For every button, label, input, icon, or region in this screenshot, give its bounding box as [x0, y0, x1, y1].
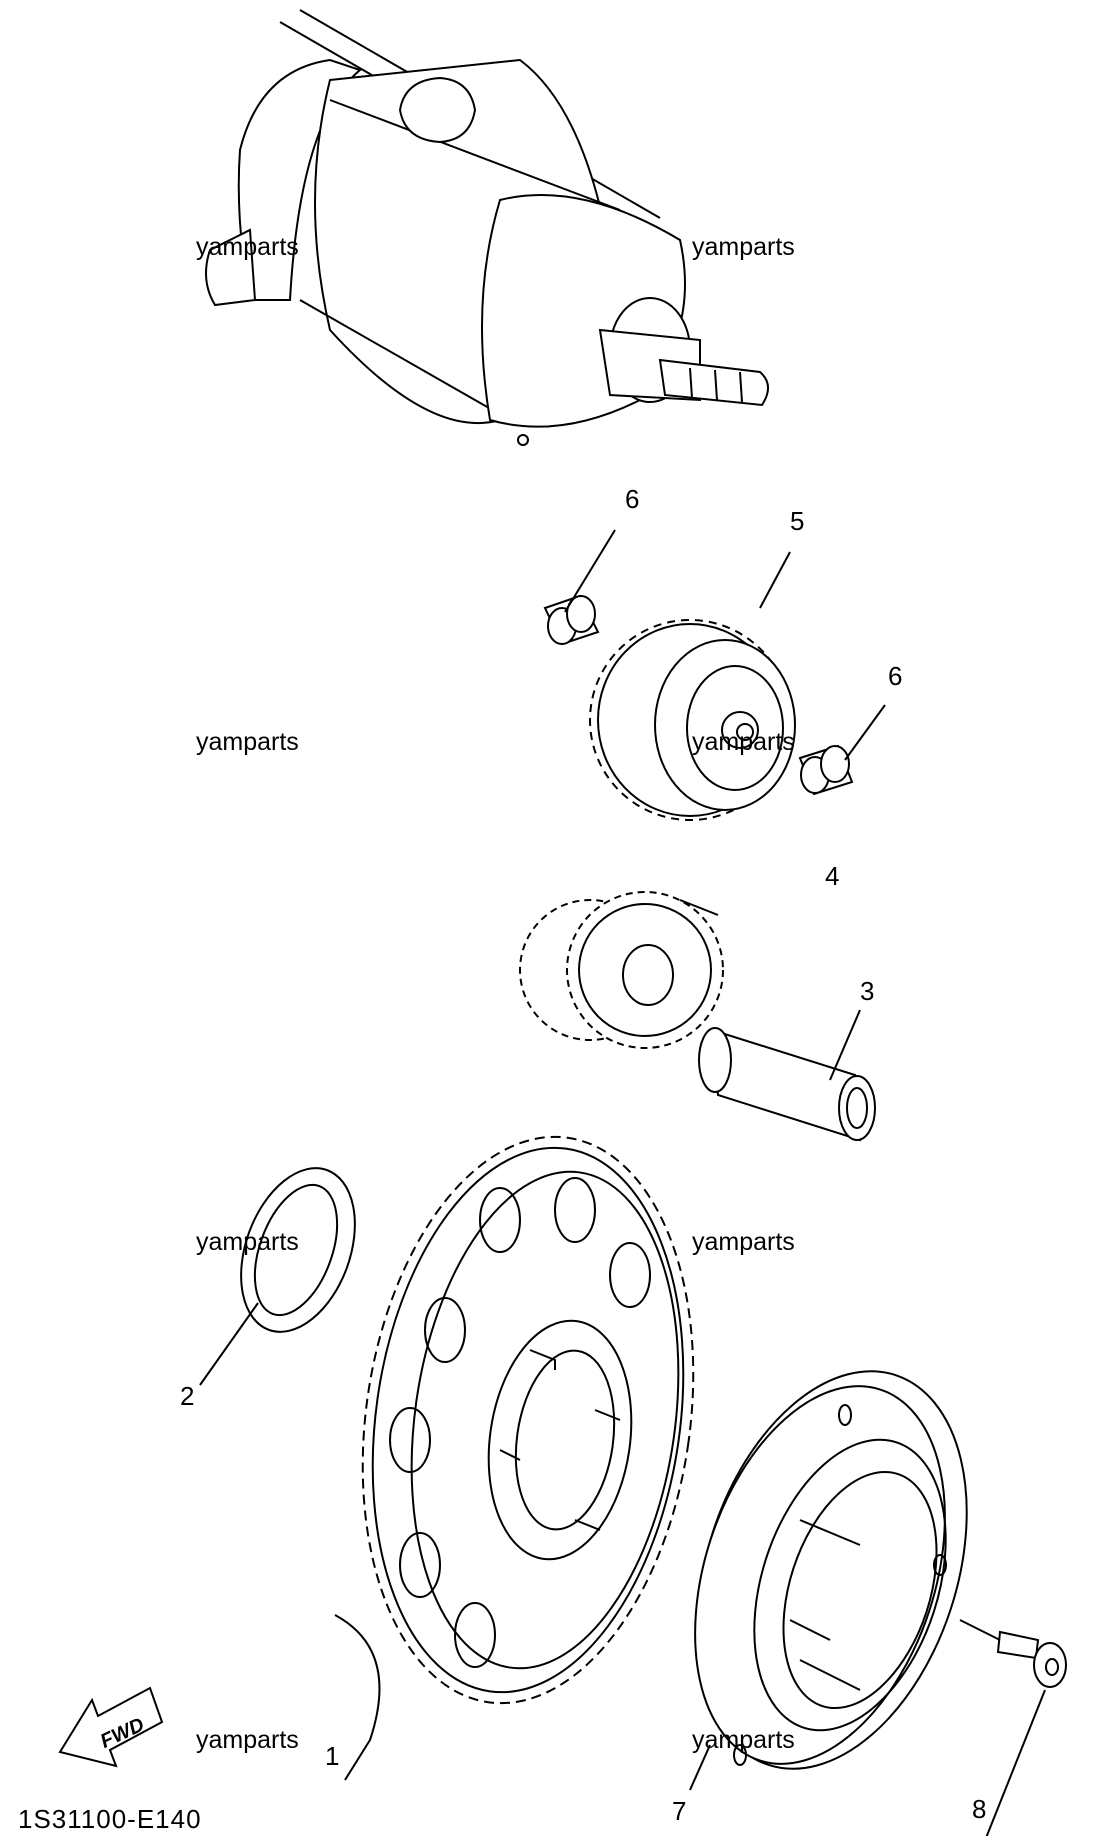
bush-6-left[interactable]	[543, 594, 600, 646]
callout-7: 7	[672, 1796, 686, 1826]
watermark: yamparts	[196, 1726, 299, 1754]
idle-gear-4[interactable]	[519, 891, 724, 1049]
callout-2: 2	[180, 1381, 194, 1411]
starter-clutch-7[interactable]	[650, 1336, 1014, 1803]
watermark: yamparts	[692, 728, 795, 756]
diagram-code: 1S31100-E140	[18, 1804, 202, 1834]
bush-6-right[interactable]	[798, 744, 854, 796]
callout-8: 8	[972, 1794, 986, 1824]
callout-5: 5	[790, 506, 804, 536]
watermark: yamparts	[196, 728, 299, 756]
watermarks: yamparts yamparts yamparts yamparts yamp…	[196, 233, 795, 1754]
callout-1: 1	[325, 1741, 339, 1771]
callout-3: 3	[860, 976, 874, 1006]
watermark: yamparts	[692, 1228, 795, 1256]
watermark: yamparts	[196, 233, 299, 261]
idle-gear-5[interactable]	[589, 619, 796, 821]
callout-4: 4	[825, 861, 839, 891]
watermark: yamparts	[196, 1228, 299, 1256]
fwd-arrow-icon: FWD	[58, 1686, 164, 1768]
shaft-3[interactable]	[698, 1027, 876, 1142]
callout-6b: 6	[888, 661, 902, 691]
washer-2[interactable]	[220, 1152, 376, 1347]
watermark: yamparts	[692, 233, 795, 261]
starter-motor[interactable]	[205, 9, 769, 446]
bolt-8[interactable]	[996, 1630, 1067, 1688]
watermark: yamparts	[692, 1726, 795, 1754]
starter-wheel-gear-1[interactable]	[328, 1115, 728, 1725]
callout-6a: 6	[625, 484, 639, 514]
leader-lines	[199, 529, 1046, 1836]
callouts: 1 2 3 4 5 6 6 7 8	[180, 484, 986, 1826]
